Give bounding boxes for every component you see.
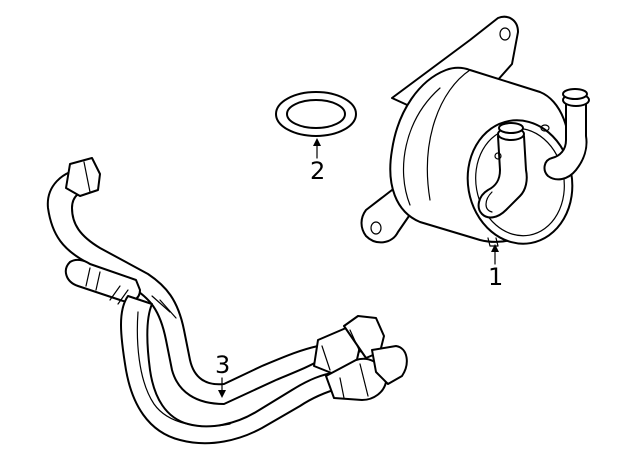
- hose-assembly-part-3: [46, 157, 408, 445]
- leader-arrows: [218, 138, 499, 398]
- callout-label-part-3: 3: [215, 351, 231, 379]
- callout-label-part-1: 1: [488, 263, 504, 291]
- oil-cooler-part-1: [360, 15, 590, 247]
- seal-ring-part-2: [275, 91, 357, 137]
- callout-label-part-2: 2: [310, 157, 326, 185]
